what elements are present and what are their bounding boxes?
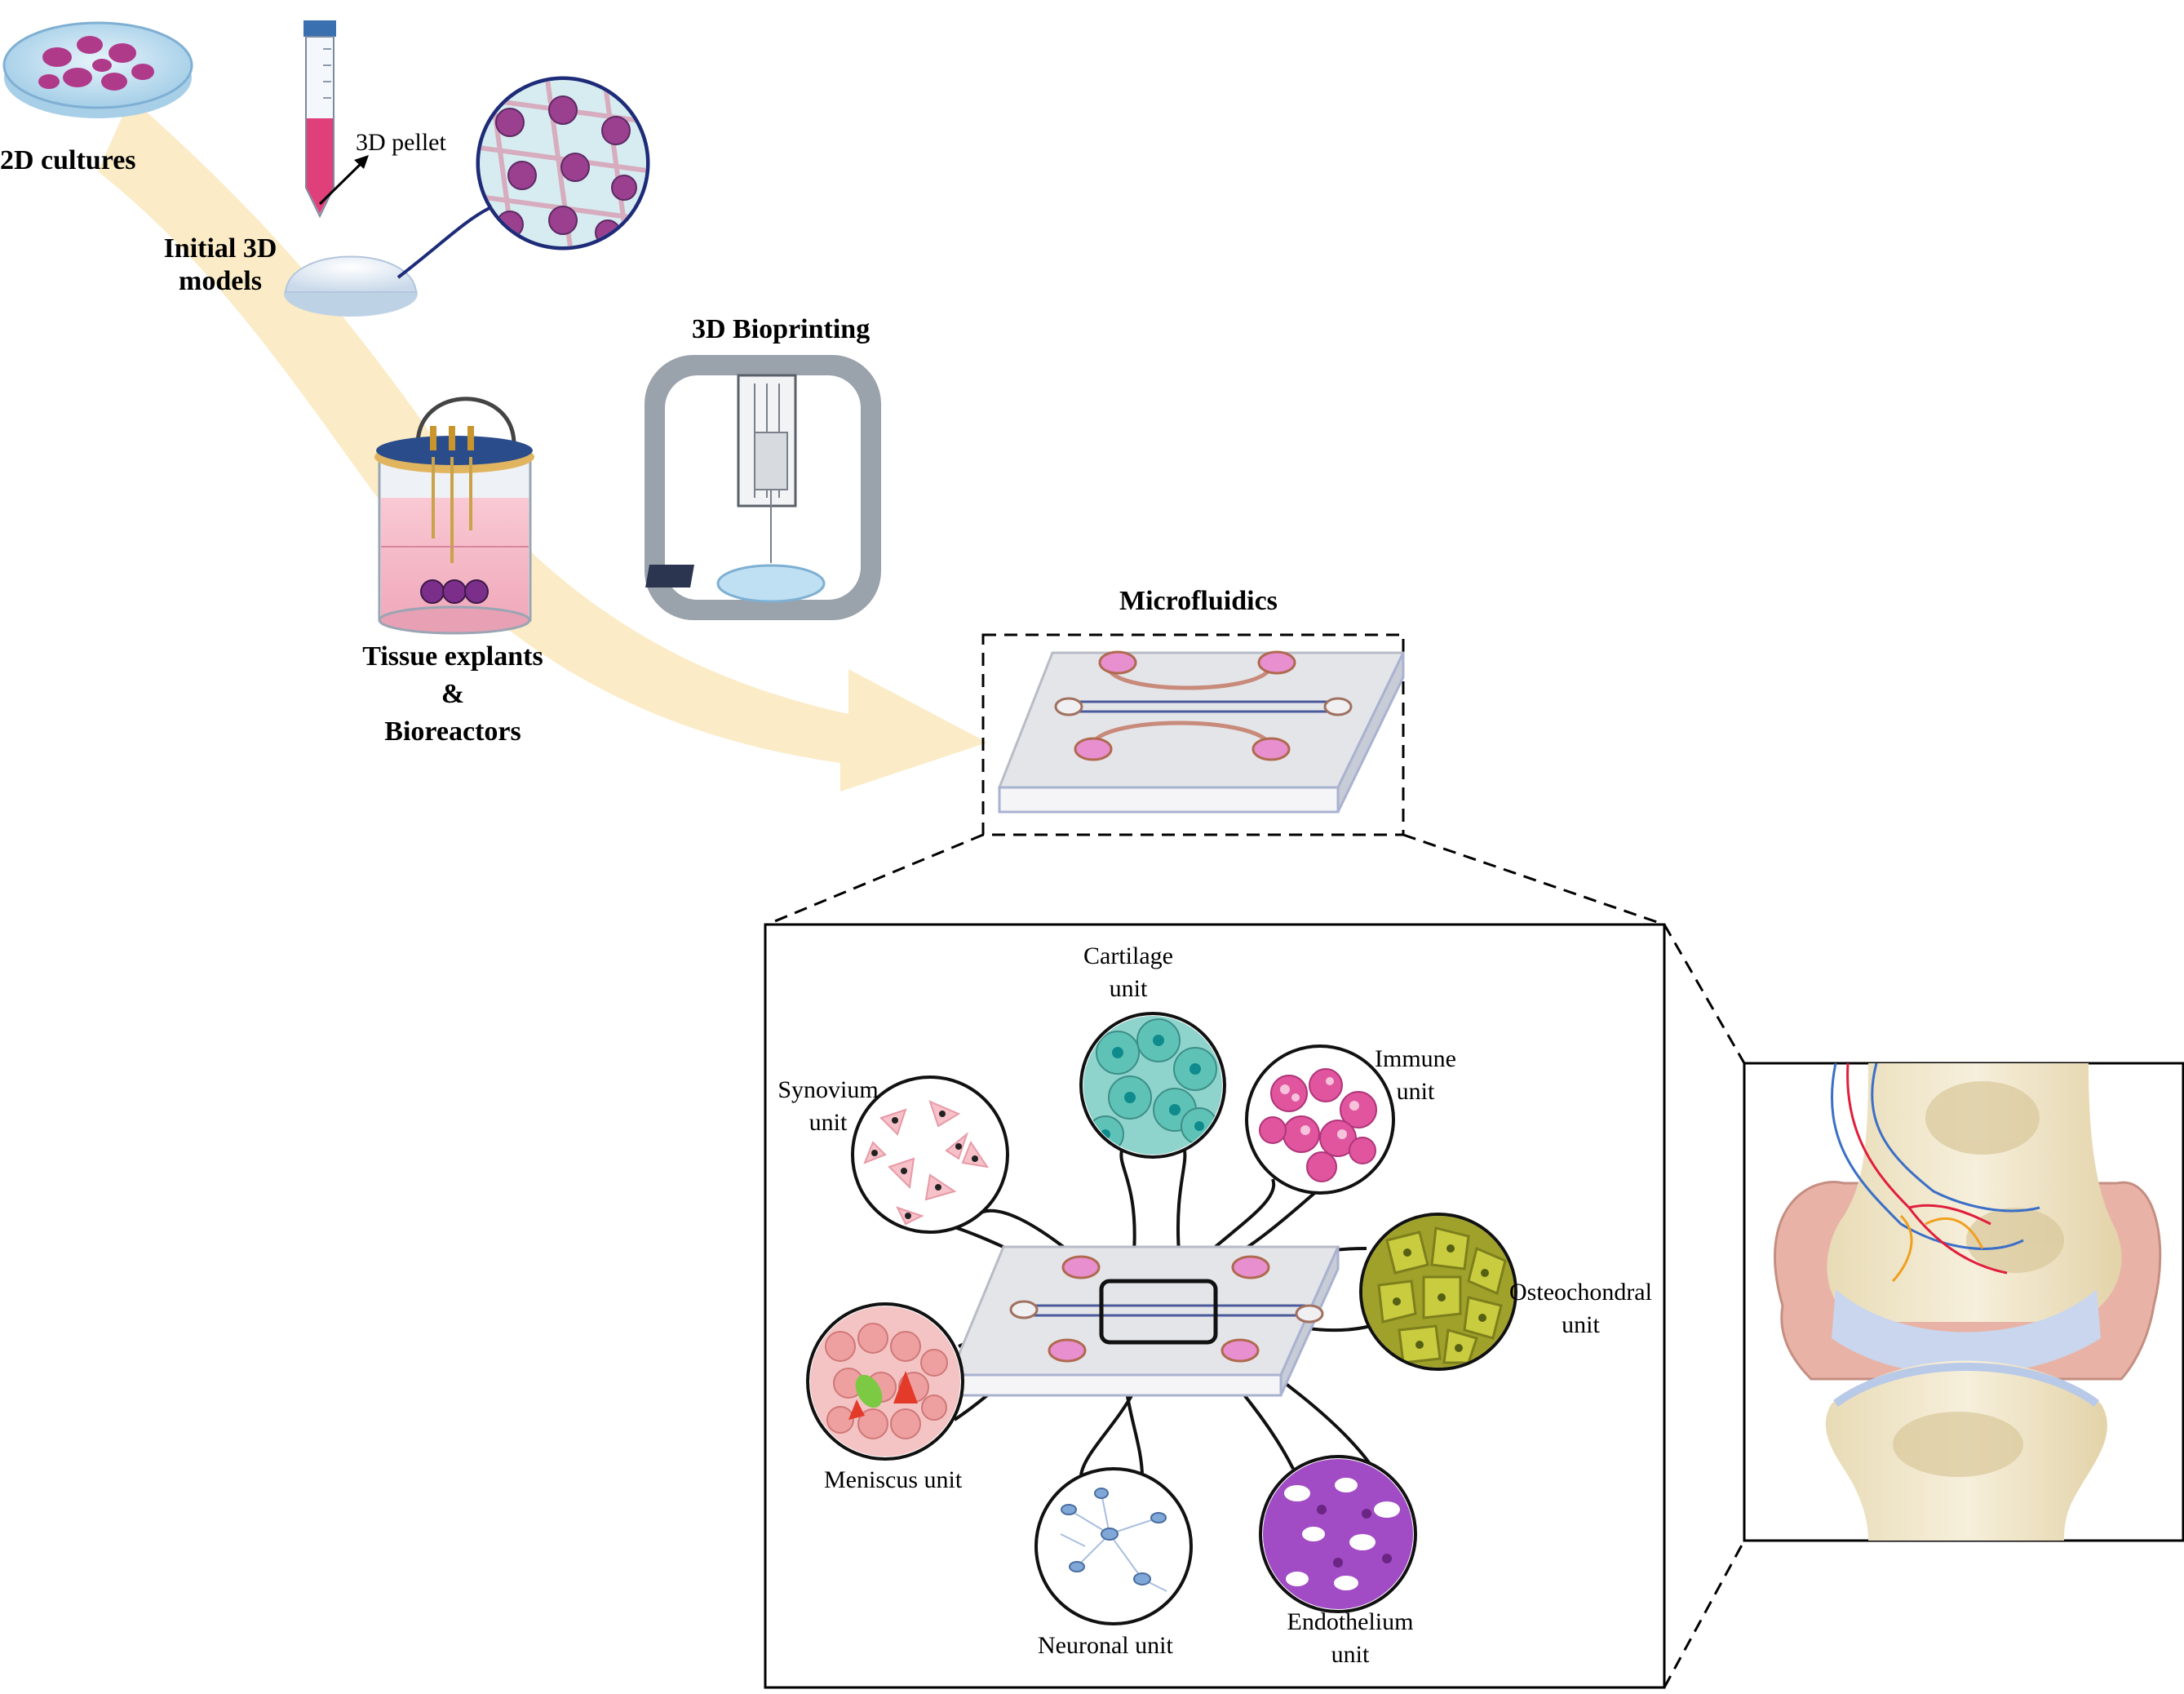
label-tissue-line2: & [441,679,465,709]
progression-arrow [98,98,987,792]
knee-joint-illustration [1773,1063,2162,1541]
label-2d-cultures: 2D cultures [0,145,136,175]
endothelium-unit-bubble [1259,1455,1417,1613]
label-immune-line1: Immune [1375,1045,1456,1072]
scaffold-detail [480,80,646,246]
meniscus-unit-bubble [806,1302,964,1461]
label-endothelium-unit: Endothelium unit [1269,1606,1432,1671]
zoom-lines [766,833,1746,1688]
label-cartilage-unit: Cartilage unit [1071,940,1185,1005]
label-3d-bioprinting: 3D Bioprinting [692,314,870,344]
label-tissue-explants: Tissue explants & Bioreactors [330,638,575,751]
bioprinter-icon [645,355,881,620]
label-endothelium-line1: Endothelium [1287,1608,1414,1635]
cartilage-unit-bubble [1079,1012,1226,1159]
label-immune-line2: unit [1396,1078,1435,1105]
hydrogel-dome-icon [284,255,418,317]
label-synovium-line1: Synovium [777,1076,879,1103]
label-neuronal-unit: Neuronal unit [1038,1632,1173,1659]
neuronal-unit-bubble [1034,1467,1193,1625]
label-initial-3d: Initial 3D models [143,233,298,298]
culture-dish-icon [2,21,193,118]
immune-unit-bubble [1245,1044,1395,1195]
bioreactor-icon [374,397,534,635]
microfluidic-chip-top [997,650,1406,814]
centrifuge-tube-icon [303,20,336,219]
label-tissue-line3: Bioreactors [384,716,521,747]
organ-on-chip-panel [764,923,1666,1689]
label-tissue-line1: Tissue explants [362,641,543,672]
label-osteochondral-unit: Osteochondral unit [1497,1276,1664,1341]
zoom-callout [396,206,490,279]
label-microfluidics: Microfluidics [1119,586,1278,616]
label-endothelium-line2: unit [1331,1641,1370,1668]
osteochondral-unit-bubble [1359,1213,1517,1371]
microfluidic-chip-detail [948,1245,1340,1397]
label-3d-pellet: 3D pellet [356,129,446,156]
label-synovium-line2: unit [808,1109,848,1136]
label-cartilage-line1: Cartilage [1083,942,1173,969]
pellet-pointer [318,160,365,206]
label-initial-3d-line2: models [179,266,262,296]
label-immune-unit: Immune unit [1358,1043,1473,1108]
label-synovium-unit: Synovium unit [763,1074,893,1139]
synovium-unit-bubble [851,1075,1009,1234]
label-osteochondral-line1: Osteochondral [1509,1279,1652,1306]
label-initial-3d-line1: Initial 3D [163,233,277,264]
label-cartilage-line2: unit [1109,975,1148,1002]
microfluidics-dashed-box [981,633,1405,836]
label-osteochondral-line2: unit [1562,1311,1600,1338]
label-meniscus-unit: Meniscus unit [824,1466,963,1493]
